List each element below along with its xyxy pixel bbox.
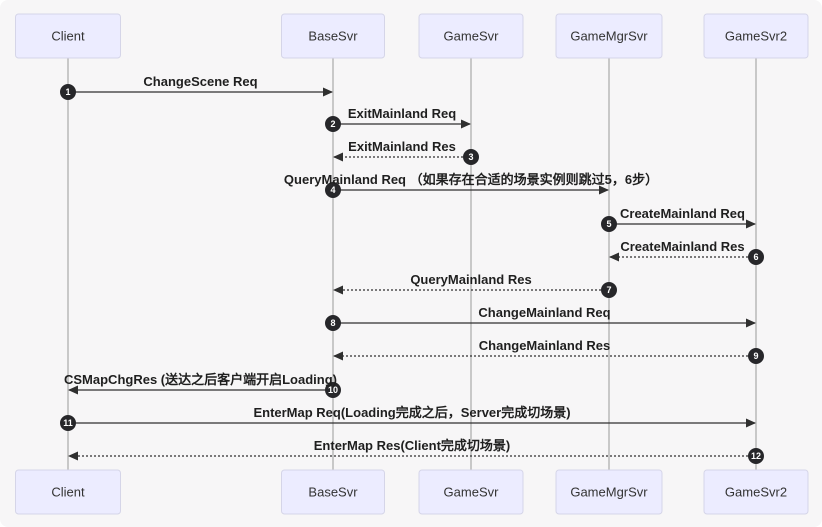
sequence-number-9: 9: [753, 351, 758, 361]
actor-box-bottom-basesvr: [281, 469, 385, 515]
sequence-number-badge-2: [325, 116, 341, 132]
actor-label-bottom-client: Client: [51, 485, 85, 500]
message-arrowhead-1: [323, 87, 333, 97]
sequence-number-7: 7: [606, 285, 611, 295]
actor-label-top-gamesvr: GameSvr: [444, 29, 500, 44]
sequence-number-badge-8: [325, 315, 341, 331]
actor-box-bottom-gamesvr2: [703, 469, 809, 515]
message-label-5: CreateMainland Req: [620, 206, 745, 221]
message-arrowhead-11: [746, 418, 756, 428]
sequence-number-10: 10: [328, 385, 338, 395]
sequence-number-6: 6: [753, 252, 758, 262]
message-arrowhead-8: [746, 318, 756, 328]
message-arrowhead-4: [599, 185, 609, 195]
actor-box-bottom-client: [15, 469, 121, 515]
actor-box-top-basesvr: [281, 13, 385, 59]
sequence-number-badge-6: [748, 249, 764, 265]
sequence-number-12: 12: [751, 451, 761, 461]
actor-label-bottom-gamemgrsvr: GameMgrSvr: [570, 485, 648, 500]
sequence-number-4: 4: [330, 185, 335, 195]
message-label-11: EnterMap Req(Loading完成之后，Server完成切场景): [253, 405, 570, 420]
sequence-number-badge-11: [60, 415, 76, 431]
actor-box-bottom-gamesvr: [418, 469, 524, 515]
message-label-6: CreateMainland Res: [620, 239, 744, 254]
message-label-3: ExitMainland Res: [348, 139, 456, 154]
sequence-number-8: 8: [330, 318, 335, 328]
message-arrowhead-9: [333, 351, 343, 361]
message-arrowhead-2: [461, 119, 471, 129]
sequence-number-1: 1: [65, 87, 70, 97]
sequence-number-3: 3: [468, 152, 473, 162]
message-label-1: ChangeScene Req: [143, 74, 257, 89]
actor-label-bottom-gamesvr2: GameSvr2: [725, 485, 787, 500]
message-arrowhead-12: [68, 451, 78, 461]
message-arrowhead-3: [333, 152, 343, 162]
message-arrowhead-6: [609, 252, 619, 262]
message-label-10: CSMapChgRes (送达之后客户端开启Loading): [64, 372, 337, 387]
message-arrowhead-10: [68, 385, 78, 395]
sequence-number-badge-10: [325, 382, 341, 398]
actor-label-bottom-gamesvr: GameSvr: [444, 485, 500, 500]
sequence-number-badge-1: [60, 84, 76, 100]
sequence-number-badge-12: [748, 448, 764, 464]
actor-label-top-basesvr: BaseSvr: [308, 29, 358, 44]
actor-label-top-client: Client: [51, 29, 85, 44]
message-label-2: ExitMainland Req: [348, 106, 456, 121]
actor-box-top-gamesvr: [418, 13, 524, 59]
sequence-number-badge-5: [601, 216, 617, 232]
actor-box-top-client: [15, 13, 121, 59]
sequence-number-5: 5: [606, 219, 611, 229]
actor-label-top-gamemgrsvr: GameMgrSvr: [570, 29, 648, 44]
message-arrowhead-7: [333, 285, 343, 295]
actor-box-top-gamesvr2: [703, 13, 809, 59]
message-label-4: QueryMainland Req （如果存在合适的场景实例则跳过5，6步）: [284, 172, 658, 187]
sequence-number-badge-4: [325, 182, 341, 198]
actor-box-bottom-gamemgrsvr: [555, 469, 663, 515]
sequence-number-badge-3: [463, 149, 479, 165]
sequence-number-badge-7: [601, 282, 617, 298]
actor-box-top-gamemgrsvr: [555, 13, 663, 59]
sequence-number-badge-9: [748, 348, 764, 364]
message-label-7: QueryMainland Res: [410, 272, 531, 287]
message-arrowhead-5: [746, 219, 756, 229]
message-label-9: ChangeMainland Res: [479, 338, 610, 353]
message-label-8: ChangeMainland Req: [478, 305, 610, 320]
actor-label-top-gamesvr2: GameSvr2: [725, 29, 787, 44]
sequence-number-2: 2: [330, 119, 335, 129]
actor-label-bottom-basesvr: BaseSvr: [308, 485, 358, 500]
sequence-number-11: 11: [63, 418, 73, 428]
message-label-12: EnterMap Res(Client完成切场景): [314, 438, 510, 453]
